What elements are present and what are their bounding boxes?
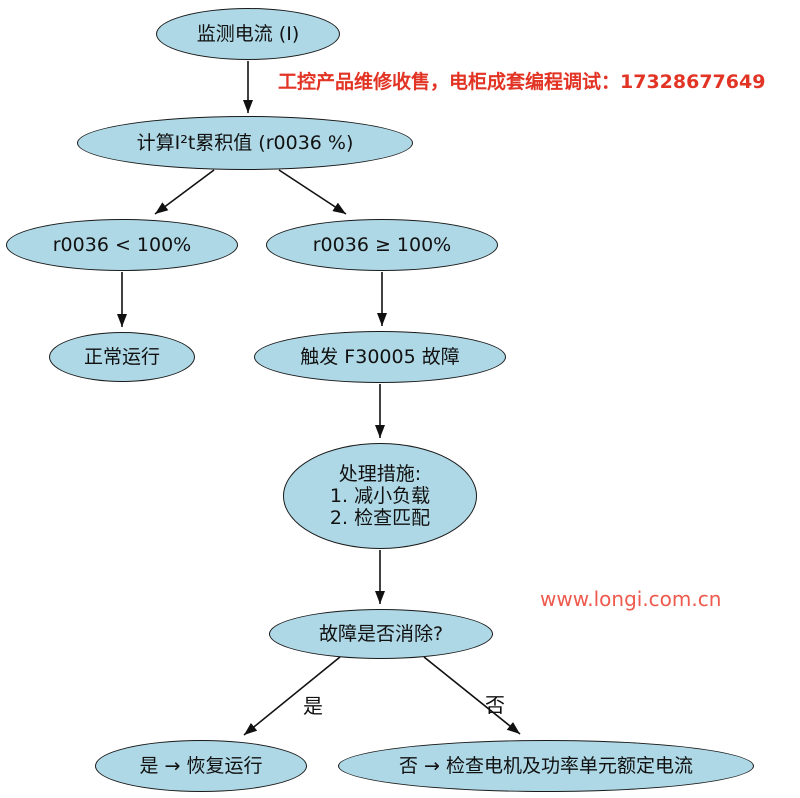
node-handling-measures: 处理措施: 1. 减小负载 2. 检查匹配 bbox=[283, 443, 477, 549]
node-label-line2: 1. 减小负载 bbox=[329, 485, 431, 507]
node-calculate-i2t: 计算I²t累积值 (r0036 %) bbox=[77, 116, 413, 170]
node-label: 正常运行 bbox=[83, 346, 160, 368]
node-label: 计算I²t累积值 (r0036 %) bbox=[136, 132, 354, 154]
node-label-line1: 处理措施: bbox=[338, 463, 422, 485]
node-check-motor-power-unit: 否 → 检查电机及功率单元额定电流 bbox=[338, 740, 754, 792]
node-normal-operation: 正常运行 bbox=[49, 332, 195, 382]
edge-calculate-to-gte100 bbox=[278, 169, 347, 215]
node-label-line3: 2. 检查匹配 bbox=[329, 507, 431, 529]
node-label: 故障是否消除? bbox=[318, 623, 444, 645]
watermark-contact-text: 工控产品维修收售，电柜成套编程调试：17328677649 bbox=[278, 71, 766, 93]
edge-cleared-to-check-no bbox=[423, 656, 521, 735]
node-monitor-current: 监测电流 (I) bbox=[156, 8, 340, 60]
edge-calculate-to-lt100 bbox=[154, 169, 215, 215]
node-label: 触发 F30005 故障 bbox=[300, 346, 460, 368]
edge-cleared-to-resume-yes bbox=[243, 656, 341, 736]
node-label: 是 → 恢复运行 bbox=[139, 755, 263, 777]
node-fault-cleared-question: 故障是否消除? bbox=[269, 609, 493, 659]
node-label: 否 → 检查电机及功率单元额定电流 bbox=[399, 755, 693, 777]
watermark-site-text: www.longi.com.cn bbox=[540, 587, 722, 611]
edge-label-yes: 是 bbox=[303, 694, 323, 718]
node-label: r0036 ≥ 100% bbox=[312, 234, 452, 256]
edge-label-no: 否 bbox=[485, 693, 505, 717]
node-r0036-below-100: r0036 < 100% bbox=[6, 219, 238, 271]
node-label: r0036 < 100% bbox=[52, 234, 192, 256]
node-r0036-gte-100: r0036 ≥ 100% bbox=[266, 219, 498, 271]
node-trigger-fault-f30005: 触发 F30005 故障 bbox=[254, 331, 506, 383]
node-label: 监测电流 (I) bbox=[196, 23, 300, 45]
node-resume-operation: 是 → 恢复运行 bbox=[95, 740, 307, 792]
